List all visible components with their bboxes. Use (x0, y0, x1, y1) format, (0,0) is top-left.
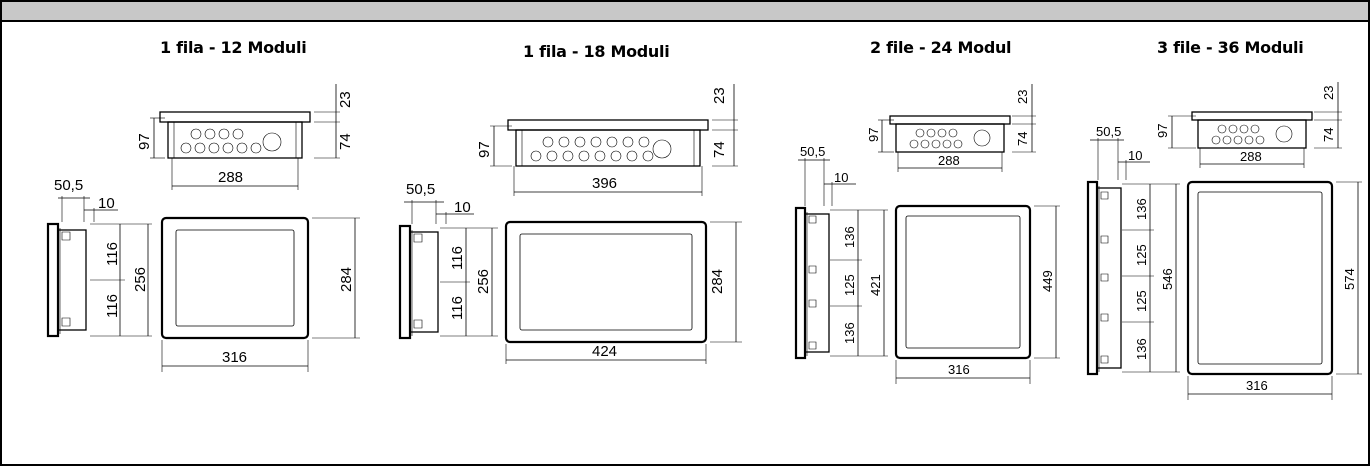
side-offset-2: 10 (454, 199, 471, 216)
side-view-2: 50,5 10 116 116 256 (398, 181, 498, 340)
panel-title-1: 1 fila - 12 Moduli (160, 38, 307, 57)
panel-title-4: 3 file - 36 Moduli (1157, 38, 1304, 57)
top-width-1: 288 (218, 169, 243, 186)
front-width-3: 316 (948, 362, 970, 377)
front-height-2: 284 (709, 269, 726, 294)
side-upper-4: 136 (1134, 198, 1149, 220)
top-height-1: 97 (136, 133, 153, 150)
side-offset-4: 10 (1128, 148, 1142, 163)
top-height-4: 97 (1155, 124, 1170, 138)
top-flange-1: 23 (337, 91, 354, 108)
side-inner-1: 256 (132, 267, 149, 292)
side-flange-3: 50,5 (800, 144, 825, 159)
top-width-4: 288 (1240, 149, 1262, 164)
side-middle-3: 125 (842, 274, 857, 296)
front-height-3: 449 (1040, 270, 1055, 292)
top-width-3: 288 (938, 153, 960, 168)
front-width-1: 316 (222, 349, 247, 366)
side-middle1-4: 125 (1134, 244, 1149, 266)
panel-1: 97 23 74 288 50,5 10 (46, 84, 360, 372)
side-inner-3: 421 (868, 274, 883, 296)
side-lower-1: 116 (104, 294, 121, 318)
top-height-2: 97 (476, 141, 493, 158)
top-depth-3: 74 (1015, 132, 1030, 146)
panel-3: 97 23 74 288 50,5 10 (794, 84, 1060, 384)
top-flange-3: 23 (1015, 90, 1030, 104)
front-width-4: 316 (1246, 378, 1268, 393)
top-view-2: 97 23 74 396 (476, 84, 738, 196)
side-flange-1: 50,5 (54, 177, 83, 194)
top-height-3: 97 (866, 128, 881, 142)
side-upper-1: 116 (104, 242, 121, 266)
side-inner-2: 256 (475, 269, 492, 294)
top-view-4: 97 23 74 288 (1155, 82, 1342, 168)
side-view-1: 50,5 10 116 116 256 (46, 177, 152, 338)
side-view-3: 50,5 10 136 125 136 421 (794, 144, 888, 360)
top-depth-4: 74 (1321, 128, 1336, 142)
front-view-3: 449 316 (894, 204, 1060, 384)
top-view-3: 97 23 74 288 (866, 84, 1036, 172)
top-width-2: 396 (592, 175, 617, 192)
top-view-1: 97 23 74 288 (136, 84, 354, 190)
top-bar (2, 2, 1368, 22)
front-view-1: 284 316 (160, 216, 360, 372)
side-view-4: 50,5 10 136 125 125 136 546 (1086, 124, 1180, 376)
front-width-2: 424 (592, 343, 617, 360)
front-view-2: 284 424 (504, 220, 742, 364)
panel-title-3: 2 file - 24 Modul (870, 38, 1012, 57)
side-lower-2: 116 (449, 296, 466, 320)
top-flange-2: 23 (711, 87, 728, 104)
front-height-4: 574 (1342, 268, 1357, 290)
panel-4: 97 23 74 288 50,5 10 (1086, 82, 1362, 400)
side-flange-4: 50,5 (1096, 124, 1121, 139)
side-offset-1: 10 (98, 195, 115, 212)
side-upper-3: 136 (842, 226, 857, 248)
side-middle2-4: 125 (1134, 290, 1149, 312)
side-lower-4: 136 (1134, 338, 1149, 360)
front-view-4: 574 316 (1186, 180, 1362, 400)
top-depth-1: 74 (337, 133, 354, 150)
front-height-1: 284 (338, 267, 355, 292)
side-offset-3: 10 (834, 170, 848, 185)
side-upper-2: 116 (449, 246, 466, 270)
top-flange-4: 23 (1321, 86, 1336, 100)
top-depth-2: 74 (711, 141, 728, 158)
side-flange-2: 50,5 (406, 181, 435, 198)
side-lower-3: 136 (842, 322, 857, 344)
panel-title-2: 1 fila - 18 Moduli (523, 42, 670, 61)
side-inner-4: 546 (1160, 268, 1175, 290)
panel-2: 97 23 74 396 50,5 10 (398, 84, 742, 364)
